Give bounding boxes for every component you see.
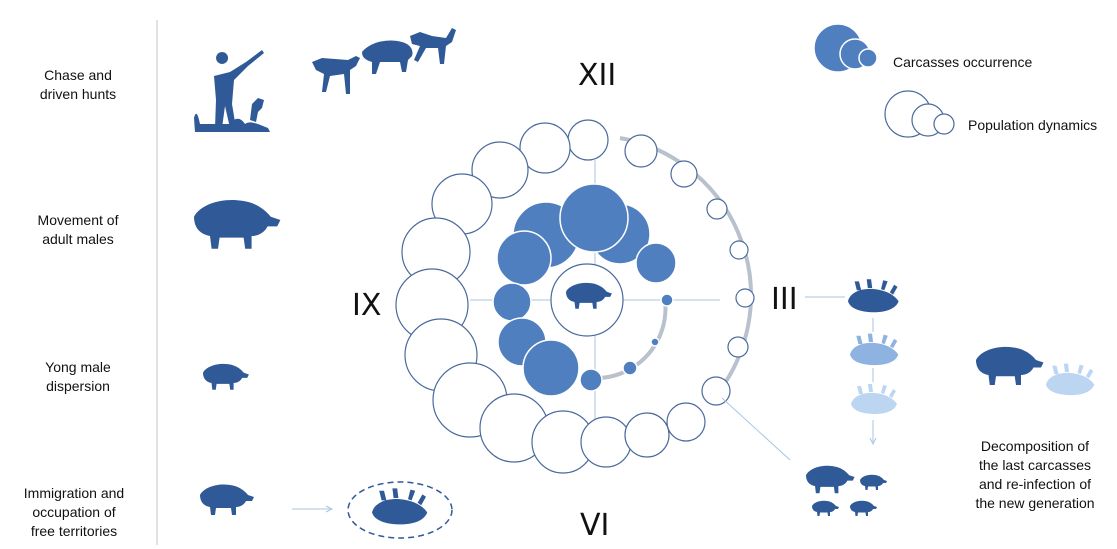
carcass-circle bbox=[622, 360, 638, 376]
carcass-circle bbox=[579, 368, 603, 392]
inner-track bbox=[589, 299, 668, 381]
adult-boar-icon bbox=[976, 346, 1044, 385]
decomposing-carcass-icon bbox=[850, 333, 899, 366]
month-top-label: XII bbox=[578, 58, 617, 93]
legend-population-swatch bbox=[884, 90, 955, 138]
population-circle bbox=[735, 288, 755, 308]
legend-carcasses-label: Carcasses occurrence bbox=[893, 54, 1033, 70]
legend-carcass-swatch bbox=[813, 23, 878, 73]
population-circle bbox=[624, 134, 658, 168]
population-circle bbox=[567, 119, 609, 161]
population-circle bbox=[519, 122, 571, 174]
month-right-label: III bbox=[771, 282, 798, 317]
population-ring bbox=[395, 119, 755, 474]
carcass-ring bbox=[492, 183, 677, 397]
hunter-icon bbox=[194, 50, 270, 132]
pointer-line bbox=[721, 397, 791, 461]
decomposing-carcass-icon bbox=[851, 384, 897, 414]
month-bottom-label: VI bbox=[580, 508, 610, 543]
carcass-circle bbox=[650, 337, 660, 347]
carcass-circle bbox=[660, 293, 674, 307]
running-boar-icon bbox=[200, 484, 254, 515]
population-circle bbox=[670, 160, 698, 188]
carcass-circle bbox=[522, 339, 580, 397]
carcass-circle bbox=[635, 242, 677, 284]
month-left-label: IX bbox=[352, 288, 382, 323]
legend-population-label: Population dynamics bbox=[968, 117, 1098, 133]
population-circle bbox=[666, 402, 706, 442]
population-circle bbox=[701, 376, 731, 406]
carcass-circle bbox=[496, 230, 552, 286]
population-circle bbox=[624, 412, 670, 458]
piglets-icon bbox=[806, 465, 887, 516]
population-circle bbox=[729, 240, 749, 260]
population-circle bbox=[706, 198, 728, 220]
adult-boar-icon bbox=[194, 199, 281, 249]
carcass-circle bbox=[559, 183, 629, 253]
population-circle bbox=[580, 416, 632, 468]
dogs-chasing-boar-icon bbox=[312, 28, 456, 94]
decomposing-carcass-icon bbox=[1046, 363, 1095, 396]
carcass-circle bbox=[492, 282, 532, 322]
population-circle bbox=[471, 141, 529, 199]
dead-boar-icon bbox=[848, 279, 899, 313]
territory-ellipse bbox=[347, 481, 453, 539]
young-boar-icon bbox=[203, 363, 249, 390]
dead-boar-icon bbox=[372, 488, 428, 525]
population-circle bbox=[727, 336, 749, 358]
